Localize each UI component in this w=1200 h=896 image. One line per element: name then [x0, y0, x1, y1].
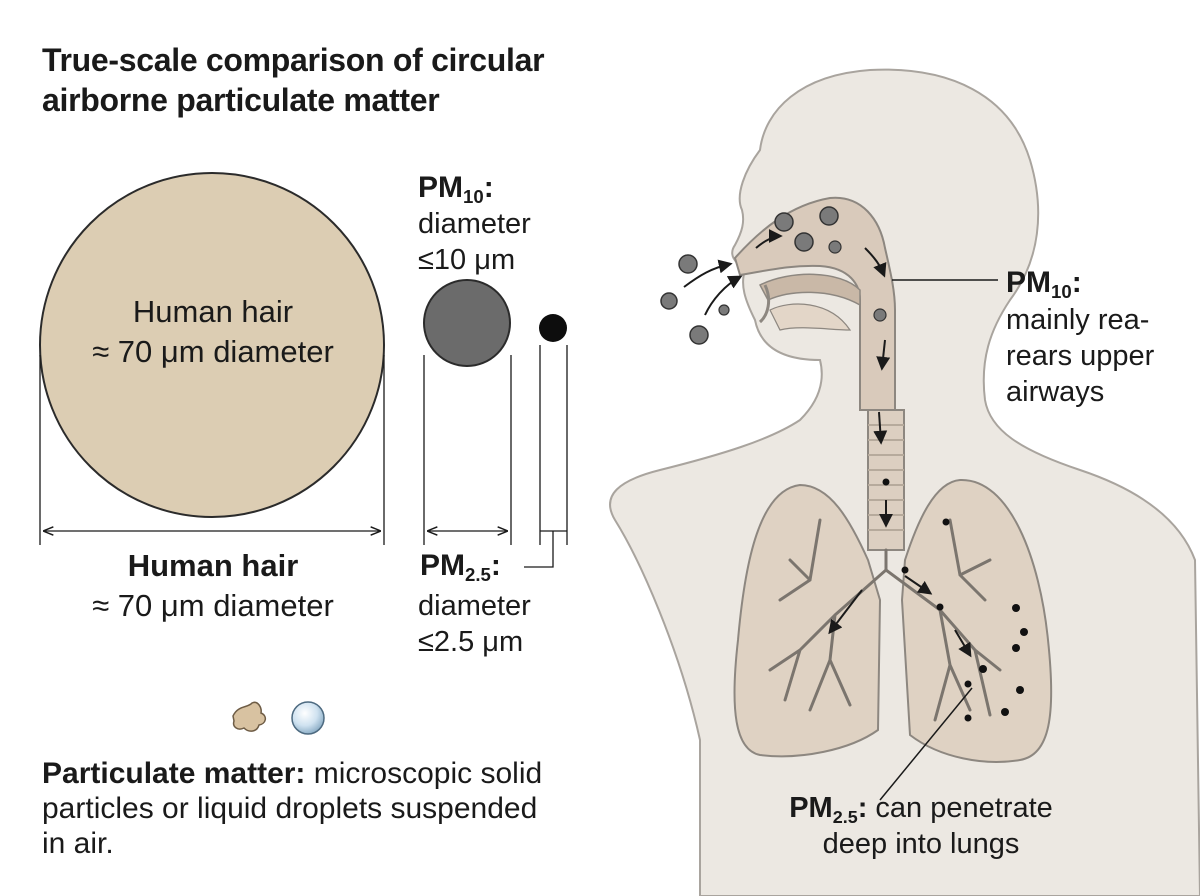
pm25-circle — [539, 314, 567, 342]
lungs — [733, 478, 1053, 763]
dimension-lines — [39, 345, 568, 568]
pm10-body-description: mainly rea- rears upper airways — [1006, 302, 1196, 410]
pm10-label-sub: 10 — [463, 185, 484, 207]
pm10-body-line2: rears upper — [1006, 340, 1155, 372]
pm25-desc-line1: diameter — [418, 590, 531, 622]
definition-text: microscopic solid particles or liquid dr… — [42, 757, 543, 860]
right-lung — [900, 478, 1053, 763]
pm25-label-sub: 2.5 — [465, 563, 491, 585]
pm25-label-main: PM — [420, 549, 465, 582]
definition-term: Particulate matter: — [42, 757, 306, 790]
pm10-body-line1: mainly rea- — [1006, 304, 1150, 336]
pm10-body-label: PM10: — [1006, 265, 1082, 301]
liquid-droplet-icon — [291, 701, 325, 735]
hair-circle — [39, 172, 385, 518]
human-silhouette — [609, 68, 1200, 896]
pm10-circle — [423, 279, 511, 367]
pm25-body-annotation: PM2.5: can penetrate deep into lungs — [756, 790, 1086, 862]
pm25-body-label-sub: 2.5 — [832, 806, 858, 827]
hair-inside-line1: Human hair — [132, 294, 294, 329]
pm25-body-line2: deep into lungs — [822, 828, 1020, 860]
inhaled-particles — [660, 206, 1028, 722]
diagram-title: True-scale comparison of circular airbor… — [42, 42, 545, 118]
hair-inside-line2: ≈ 70 μm diameter — [92, 334, 334, 369]
upper-airway — [733, 196, 896, 411]
pm10-label-suffix: : — [483, 171, 494, 204]
pm25-description: diameter ≤2.5 μm — [418, 588, 531, 660]
pm25-desc-line2: ≤2.5 μm — [418, 626, 524, 658]
dust-particle-icon — [232, 701, 267, 732]
pm25-body-label-suffix: : — [857, 792, 868, 824]
bronchi — [768, 518, 1002, 722]
hair-caption-title: Human hair — [127, 548, 299, 583]
pm-definition: Particulate matter: microscopic solid pa… — [42, 756, 562, 861]
pm10-body-label-suffix: : — [1071, 266, 1082, 299]
palate — [758, 273, 861, 307]
pm10-body-label-main: PM — [1006, 266, 1051, 299]
pm10-desc-line1: diameter — [418, 208, 531, 240]
pm25-label: PM2.5: — [420, 548, 501, 584]
body-outline — [609, 68, 1200, 896]
pm10-desc-line2: ≤10 μm — [418, 244, 516, 276]
pm25-label-suffix: : — [490, 549, 501, 582]
pm25-body-line1: PM2.5: can penetrate — [756, 790, 1086, 826]
mouth-tongue — [769, 303, 852, 331]
pm10-description: diameter ≤10 μm — [418, 206, 531, 278]
hair-inside-label: Human hair ≈ 70 μm diameter — [40, 292, 386, 372]
pm25-callout-line — [879, 687, 973, 801]
pm25-body-label-main: PM — [789, 792, 833, 824]
nasal-cavity — [733, 196, 896, 411]
pm10-label-main: PM — [418, 171, 463, 204]
hair-caption: Human hair ≈ 70 μm diameter — [40, 546, 386, 626]
pm25-body-line1-text: can penetrate — [867, 792, 1053, 824]
epiglottis — [758, 284, 771, 324]
pm10-body-label-sub: 10 — [1051, 280, 1072, 302]
pm10-label: PM10: — [418, 170, 494, 206]
airflow-arrows — [683, 229, 972, 658]
hair-caption-size: ≈ 70 μm diameter — [92, 588, 334, 623]
pm10-body-line3: airways — [1006, 376, 1105, 408]
